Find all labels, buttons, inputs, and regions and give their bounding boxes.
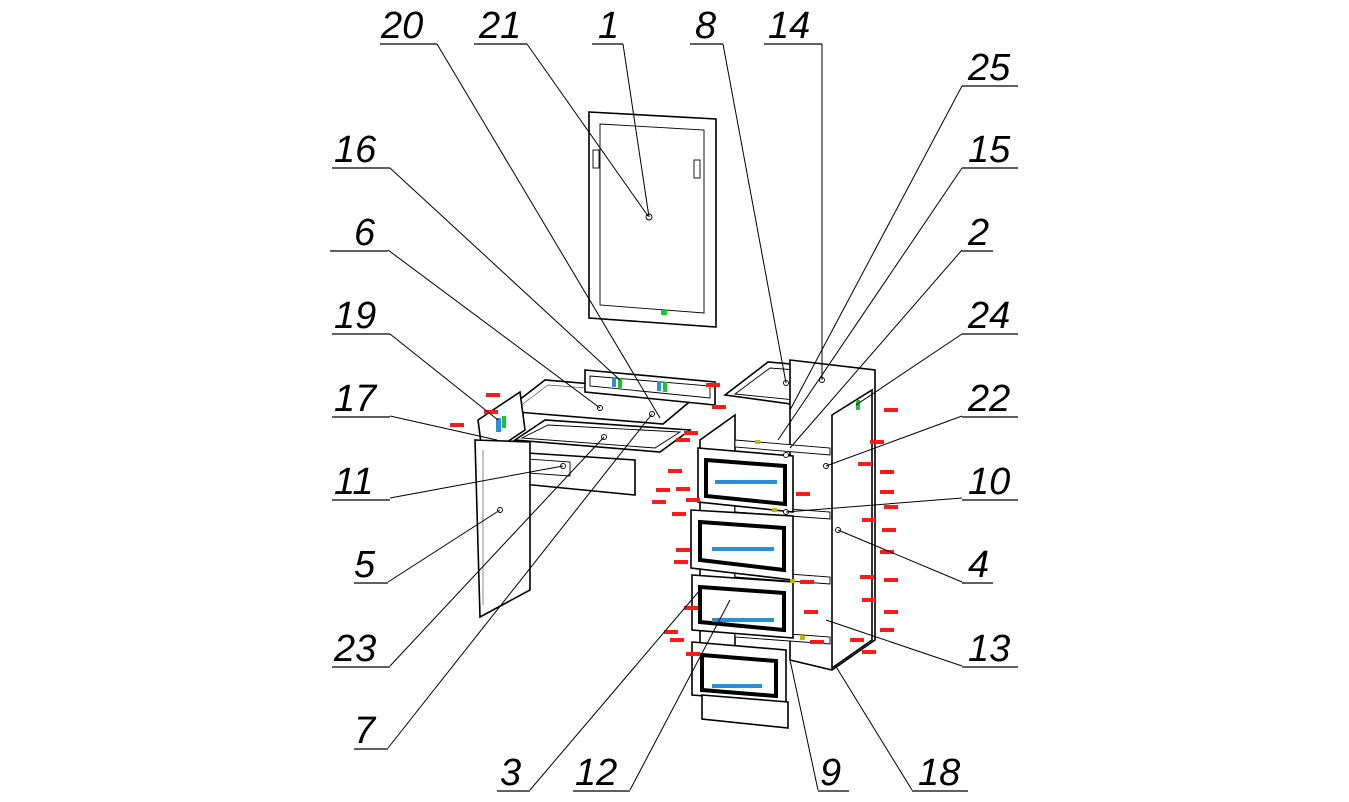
fastener-mark bbox=[800, 580, 814, 584]
callout-label-16: 16 bbox=[334, 129, 377, 171]
leader-line-16 bbox=[389, 167, 621, 381]
fastener-mark bbox=[850, 638, 864, 642]
leader-line-11 bbox=[389, 465, 564, 499]
leader-line-20 bbox=[436, 43, 661, 419]
leader-line-15 bbox=[777, 167, 963, 441]
fastener-marks bbox=[450, 383, 898, 656]
fastener-mark bbox=[862, 518, 876, 522]
fastener-mark bbox=[450, 423, 464, 427]
fastener-mark bbox=[674, 560, 688, 564]
fastener-mark bbox=[810, 640, 824, 644]
callout-label-6: 6 bbox=[354, 212, 376, 254]
leader-line-6 bbox=[387, 249, 601, 409]
callout-label-14: 14 bbox=[768, 5, 810, 47]
callout-label-3: 3 bbox=[500, 752, 521, 794]
fastener-mark bbox=[880, 490, 894, 494]
fastener-mark bbox=[862, 650, 876, 654]
fastener-mark bbox=[684, 606, 698, 610]
leader-line-9 bbox=[789, 659, 819, 791]
callout-label-1: 1 bbox=[598, 5, 619, 47]
fastener-mark bbox=[870, 440, 884, 444]
fastener-mark bbox=[884, 505, 898, 509]
leader-line-7 bbox=[387, 413, 653, 749]
fastener-mark bbox=[860, 575, 874, 579]
fastener-mark bbox=[804, 610, 818, 614]
fastener-mark bbox=[670, 638, 684, 642]
callout-label-20: 20 bbox=[380, 5, 423, 47]
leader-line-25 bbox=[789, 85, 963, 411]
leader-line-12 bbox=[629, 599, 731, 791]
leader-line-18 bbox=[834, 664, 913, 791]
drawer-front-1 bbox=[697, 447, 794, 513]
callout-label-21: 21 bbox=[478, 5, 521, 47]
callout-label-25: 25 bbox=[967, 47, 1011, 89]
fastener-mark bbox=[684, 431, 698, 435]
fastener-mark bbox=[884, 610, 898, 614]
callout-label-18: 18 bbox=[918, 752, 960, 794]
leader-line-4 bbox=[837, 529, 963, 583]
callout-label-8: 8 bbox=[695, 5, 716, 47]
drawer-cabinet bbox=[690, 359, 876, 729]
leader-line-3 bbox=[529, 589, 701, 791]
fastener-mark bbox=[676, 487, 690, 491]
leader-line-17 bbox=[389, 415, 498, 441]
callout-label-12: 12 bbox=[575, 752, 617, 794]
leader-line-10 bbox=[785, 497, 963, 513]
fastener-mark bbox=[882, 528, 896, 532]
fastener-mark bbox=[880, 628, 894, 632]
leader-line-13 bbox=[825, 619, 963, 667]
leader-line-5 bbox=[387, 509, 501, 583]
callout-label-9: 9 bbox=[820, 752, 841, 794]
fastener-mark bbox=[884, 578, 898, 582]
fastener-mark bbox=[880, 550, 894, 554]
fastener-mark bbox=[796, 492, 810, 496]
leader-line-1 bbox=[622, 43, 650, 218]
leader-line-19 bbox=[389, 333, 499, 421]
fastener-mark bbox=[686, 498, 700, 502]
fastener-mark bbox=[858, 462, 872, 466]
fastener-mark bbox=[712, 405, 726, 409]
fastener-mark bbox=[672, 512, 686, 516]
callout-label-22: 22 bbox=[967, 378, 1010, 420]
fastener-mark bbox=[676, 438, 690, 442]
leader-line-24 bbox=[855, 333, 963, 406]
leader-lines bbox=[387, 43, 963, 791]
fastener-mark bbox=[652, 500, 666, 504]
fastener-mark bbox=[880, 470, 894, 474]
fastener-mark bbox=[676, 548, 690, 552]
fastener-mark bbox=[484, 410, 498, 414]
fastener-mark bbox=[664, 630, 678, 634]
fastener-mark bbox=[656, 488, 670, 492]
callout-label-5: 5 bbox=[354, 544, 376, 586]
callout-label-23: 23 bbox=[333, 628, 376, 670]
leader-line-2 bbox=[789, 249, 963, 449]
callout-label-7: 7 bbox=[354, 710, 377, 752]
callout-label-4: 4 bbox=[968, 544, 989, 586]
drawer-front-4 bbox=[691, 641, 787, 703]
callout-label-2: 2 bbox=[967, 212, 989, 254]
callout-label-11: 11 bbox=[334, 461, 373, 503]
fastener-mark bbox=[686, 652, 700, 656]
fastener-mark bbox=[862, 598, 876, 602]
callout-label-19: 19 bbox=[334, 295, 376, 337]
callout-label-17: 17 bbox=[334, 378, 378, 420]
callout-label-13: 13 bbox=[968, 628, 1010, 670]
mirror bbox=[588, 111, 717, 328]
drawer-front-2 bbox=[690, 509, 794, 581]
callout-label-10: 10 bbox=[968, 461, 1010, 503]
callout-label-24: 24 bbox=[967, 295, 1010, 337]
leader-line-23 bbox=[389, 436, 605, 667]
fastener-mark bbox=[486, 393, 500, 397]
callout-label-15: 15 bbox=[968, 129, 1011, 171]
leader-line-8 bbox=[722, 43, 787, 384]
leader-line-21 bbox=[526, 43, 649, 217]
fastener-mark bbox=[706, 383, 720, 387]
drawer-front-3 bbox=[691, 574, 794, 639]
leader-line-22 bbox=[825, 415, 963, 467]
fastener-mark bbox=[668, 469, 682, 473]
fastener-mark bbox=[884, 408, 898, 412]
desk-assembly bbox=[474, 369, 716, 619]
